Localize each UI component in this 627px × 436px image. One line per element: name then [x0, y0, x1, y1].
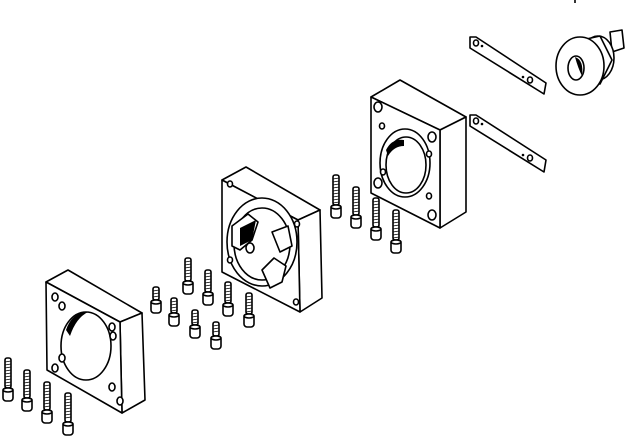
- socket-head-screw: [168, 297, 180, 327]
- socket-head-screw: [182, 257, 194, 295]
- socket-head-screw: [330, 174, 342, 219]
- socket-head-screw: [222, 281, 234, 317]
- coupling-housing-plate: [221, 166, 323, 313]
- motor-flange-plate: [45, 269, 146, 414]
- socket-head-screw: [370, 197, 382, 241]
- socket-head-screw: [21, 369, 33, 412]
- socket-head-screw: [210, 321, 222, 350]
- shaft-coupling: [555, 0, 625, 96]
- socket-head-screw: [390, 209, 402, 254]
- mounting-strip-upper: [469, 36, 547, 95]
- bearing-block: [370, 79, 467, 229]
- socket-head-screw: [41, 381, 53, 424]
- socket-head-screw: [243, 292, 255, 328]
- socket-head-screw: [2, 357, 14, 402]
- socket-head-screw: [189, 309, 201, 339]
- mounting-strip-lower: [469, 114, 547, 173]
- socket-head-screw: [62, 392, 74, 436]
- screw-set: [2, 174, 402, 436]
- socket-head-screw: [150, 286, 162, 314]
- socket-head-screw: [202, 269, 214, 306]
- socket-head-screw: [350, 186, 362, 229]
